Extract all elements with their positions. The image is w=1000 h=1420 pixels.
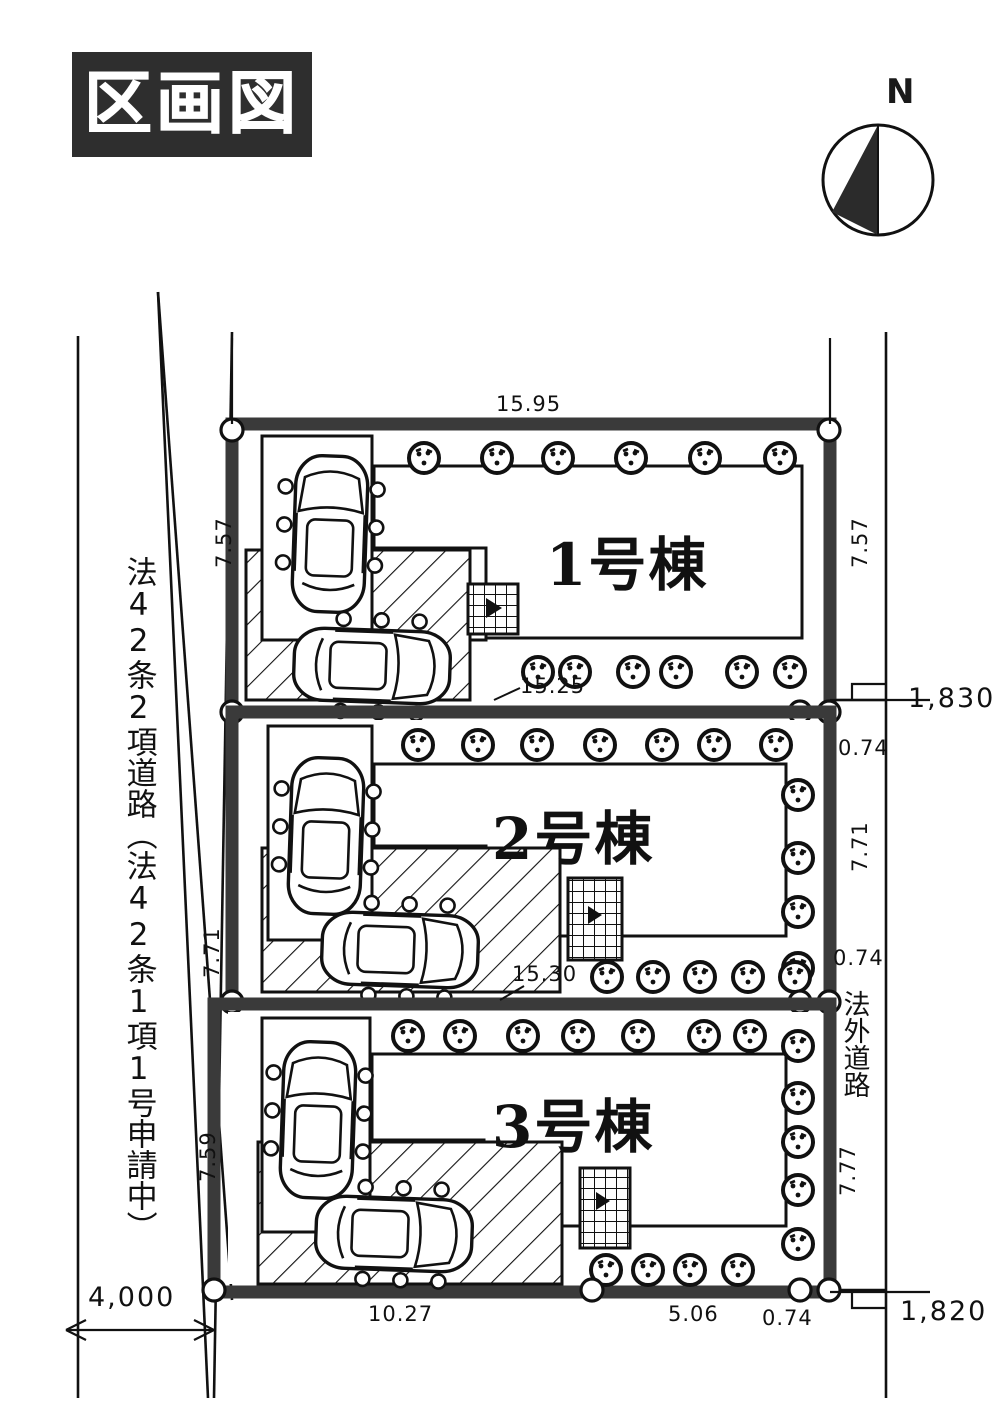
compass-north-icon bbox=[821, 123, 935, 237]
left-road-label: 法42条2項道路（法42条1項1号申請中） bbox=[120, 556, 157, 1242]
dimension-lines bbox=[65, 338, 930, 1341]
compass: N bbox=[818, 72, 958, 242]
dim-left-h2: 7.71 bbox=[200, 927, 224, 978]
dim-bottom-a: 10.27 bbox=[368, 1302, 434, 1326]
lot-1-label: 1号棟 bbox=[546, 531, 709, 599]
compass-north-label: N bbox=[886, 72, 915, 112]
dim-top-overall: 15.95 bbox=[496, 392, 562, 416]
lot-3-label: 3号棟 bbox=[492, 1093, 655, 1161]
lot-1[interactable] bbox=[219, 417, 842, 725]
dim-right-bottom-offset: 1,820 bbox=[900, 1296, 988, 1327]
dim-bottom-left-road: 4,000 bbox=[88, 1282, 176, 1313]
dim-lot1-bottom: 15.25 bbox=[520, 674, 586, 698]
dim-bottom-c: 0.74 bbox=[762, 1306, 813, 1330]
lot-2-label: 2号棟 bbox=[492, 805, 655, 873]
shrub-icon bbox=[391, 1019, 767, 1053]
dim-bottom-b: 5.06 bbox=[668, 1302, 719, 1326]
dim-left-h1: 7.57 bbox=[212, 517, 236, 568]
right-road-label: 法外道路 bbox=[838, 990, 870, 1098]
dim-right-h3: 7.77 bbox=[836, 1145, 860, 1196]
dim-right-h2: 7.71 bbox=[848, 821, 872, 872]
dim-lot2-bottom: 15.30 bbox=[512, 962, 578, 986]
dim-right-setback-2: 0.74 bbox=[833, 946, 884, 970]
lot-3[interactable] bbox=[201, 997, 842, 1303]
page-title: 区画図 bbox=[83, 64, 300, 144]
lot-2[interactable] bbox=[219, 705, 842, 1015]
dim-right-top-offset: 1,830 bbox=[908, 683, 996, 714]
dim-right-setback-1: 0.74 bbox=[838, 736, 889, 760]
page-title-plate: 区画図 bbox=[72, 52, 312, 157]
dim-left-h3: 7.59 bbox=[196, 1131, 220, 1182]
dim-right-h1: 7.57 bbox=[848, 517, 872, 568]
